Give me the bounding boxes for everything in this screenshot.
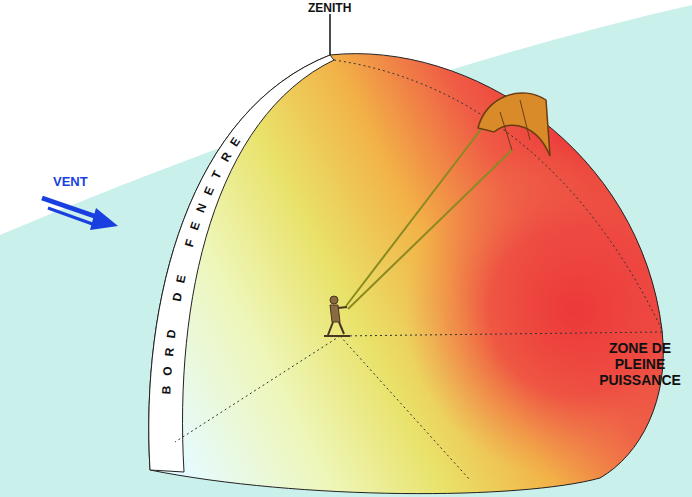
zenith-pointer: [329, 14, 331, 55]
wind-arrow-head: [90, 208, 118, 230]
edge-letter: R: [163, 347, 176, 357]
zenith-label: ZENITH: [308, 2, 351, 16]
base-dotted: [175, 336, 340, 442]
meridian-dotted: [334, 60, 662, 330]
edge-letter: B: [160, 385, 172, 394]
power-zone-glow: [149, 54, 664, 494]
wind-window-dome: [149, 54, 664, 494]
kiter-figure: [324, 296, 350, 336]
wind-label: VENT: [53, 175, 88, 190]
base-dotted: [340, 332, 662, 336]
kite: [478, 93, 550, 156]
window-edge-band: [149, 55, 334, 472]
power-zone-label: ZONE DE PLEINE PUISSANCE: [592, 340, 688, 388]
wind-arrow: [48, 208, 98, 226]
kite-ribs: [500, 100, 530, 150]
kite-lines: [346, 128, 512, 309]
ground-sea: [0, 5, 692, 497]
edge-letter: D: [165, 328, 178, 338]
dome-outline: [149, 54, 664, 494]
edge-letter: O: [161, 366, 174, 376]
base-dotted: [340, 336, 470, 480]
